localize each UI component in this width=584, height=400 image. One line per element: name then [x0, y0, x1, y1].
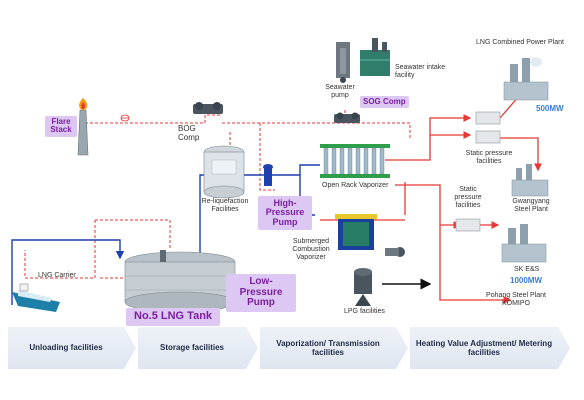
stage-arrow-band — [260, 327, 408, 369]
stage-unloading-facilities: Unloading facilities — [8, 327, 136, 369]
stage-heating-value-metering: Heating Value Adjustment/ Metering facil… — [410, 327, 570, 369]
submerged-combustion-vaporizer-label: Submerged Combustion Vaporizer — [292, 238, 330, 262]
stage-arrow-band — [8, 327, 136, 369]
static-pressure-equipment — [455, 111, 501, 232]
open-rack-vaporizer-label: Open Rack Vaporizer — [322, 182, 389, 189]
lpg-facility-unit — [354, 268, 372, 306]
sk-es-label: SK E&S — [514, 266, 540, 273]
static-pressure-facilities-1-label: Static pressure facilities — [465, 150, 513, 166]
lng-combined-power-plant-label: LNG Combined Power Plant — [476, 39, 564, 46]
reliquefaction-column — [203, 145, 245, 199]
stage-arrow-band — [410, 327, 570, 369]
high-pressure-pump-unit — [263, 164, 273, 186]
no5-lng-tank-callout: No.5 LNG Tank — [126, 308, 221, 326]
gwangyang-steel-plant-label: Gwangyang Steel Plant — [512, 198, 550, 214]
bog-dashed-lines — [24, 110, 411, 279]
mw-1000-label: 1000MW — [510, 276, 543, 285]
high-pressure-pump-callout: High-Pressure Pump — [258, 196, 312, 231]
sog-compressor-unit — [334, 112, 360, 123]
gwangyang-steel-plant-icon — [511, 164, 549, 197]
bog-comp-label: BOG Comp — [178, 124, 200, 143]
pohang-steel-plant-label: Pohang Steel Plant KOMIPO — [486, 292, 546, 308]
seawater-intake-facility-unit — [360, 38, 390, 76]
flare-stack-structure — [77, 98, 89, 156]
reliquefaction-facilities-label: Re-liquefaction Facilities — [201, 198, 249, 214]
stage-vaporization-transmission: Vaporization/ Transmission facilities — [260, 327, 408, 369]
stage-storage-label: Storage facilities — [159, 343, 225, 353]
lng-combined-power-plant-icon — [503, 57, 549, 101]
gas-transmission-lines — [320, 91, 542, 304]
bog-compressor-unit — [193, 102, 223, 114]
stage-arrow-band — [138, 327, 258, 369]
seawater-intake-facility-label: Seawater intake facility — [395, 64, 446, 80]
sk-es-plant-icon — [501, 224, 547, 263]
seawater-pump-unit — [336, 42, 350, 83]
lng-carrier-ship — [12, 283, 60, 312]
no5-lng-tank-unit — [124, 250, 236, 313]
static-pressure-facilities-2-label: Static pressure facilities — [454, 186, 482, 210]
seawater-pump-label: Seawater pump — [325, 84, 355, 100]
mw-500-label: 500MW — [536, 104, 564, 113]
lng-carrier-label: LNG Carrier — [38, 272, 76, 279]
sog-comp-callout: SOG Comp — [360, 96, 409, 109]
open-rack-vaporizer-unit — [320, 144, 390, 178]
stage-vaporization-label: Vaporization/ Transmission facilities — [276, 338, 380, 357]
stage-heating-value-label: Heating Value Adjustment/ Metering facil… — [415, 338, 553, 357]
lpg-facilities-label: LPG facilities — [344, 308, 385, 315]
low-pressure-pump-callout: Low-Pressure Pump — [226, 274, 296, 312]
valve-symbol — [120, 114, 130, 122]
stage-storage-facilities: Storage facilities — [138, 327, 258, 369]
submerged-combustion-vaporizer-unit — [335, 214, 405, 257]
flare-stack-callout: Flare Stack — [45, 116, 77, 137]
stage-unloading-label: Unloading facilities — [29, 343, 103, 353]
